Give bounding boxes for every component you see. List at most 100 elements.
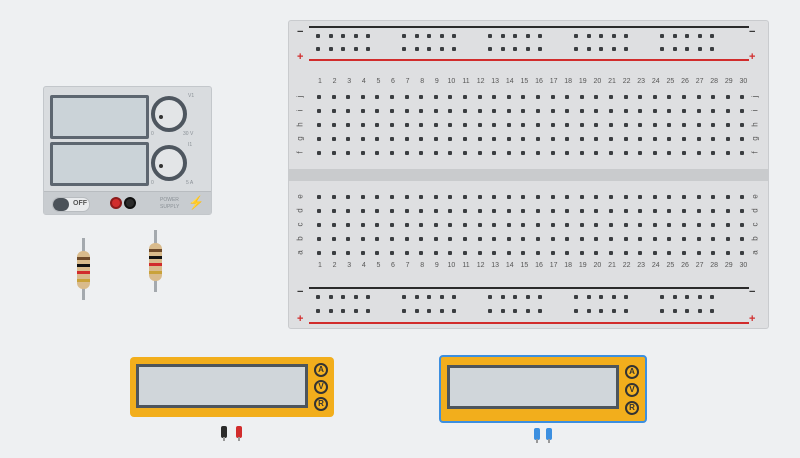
breadboard-hole[interactable]: [711, 237, 716, 241]
volts-button[interactable]: V: [314, 380, 328, 394]
rail-hole[interactable]: [538, 309, 543, 313]
rail-hole[interactable]: [624, 34, 629, 38]
breadboard-hole[interactable]: [492, 209, 497, 213]
rail-hole[interactable]: [316, 295, 320, 299]
breadboard-hole[interactable]: [696, 151, 701, 155]
breadboard-hole[interactable]: [404, 195, 409, 199]
rail-hole[interactable]: [414, 34, 419, 38]
breadboard-hole[interactable]: [433, 209, 438, 213]
breadboard-hole[interactable]: [579, 123, 584, 127]
breadboard-hole[interactable]: [346, 109, 351, 113]
breadboard-hole[interactable]: [623, 95, 628, 99]
breadboard-hole[interactable]: [740, 137, 745, 141]
breadboard-hole[interactable]: [492, 251, 497, 255]
rail-hole[interactable]: [599, 34, 604, 38]
breadboard-hole[interactable]: [652, 123, 657, 127]
breadboard-hole[interactable]: [419, 151, 424, 155]
breadboard-hole[interactable]: [579, 137, 584, 141]
rail-hole[interactable]: [574, 309, 578, 313]
breadboard-hole[interactable]: [331, 209, 336, 213]
breadboard-hole[interactable]: [448, 195, 453, 199]
rail-hole[interactable]: [685, 309, 690, 313]
rail-hole[interactable]: [586, 309, 591, 313]
rail-hole[interactable]: [414, 309, 419, 313]
rail-hole[interactable]: [488, 47, 492, 51]
breadboard-hole[interactable]: [740, 223, 745, 227]
breadboard-hole[interactable]: [390, 237, 394, 241]
breadboard-hole[interactable]: [725, 109, 730, 113]
rail-hole[interactable]: [697, 295, 702, 299]
breadboard-hole[interactable]: [390, 223, 394, 227]
breadboard-hole[interactable]: [740, 109, 745, 113]
breadboard-hole[interactable]: [609, 195, 613, 199]
breadboard-hole[interactable]: [360, 209, 365, 213]
breadboard-hole[interactable]: [390, 109, 394, 113]
rail-hole[interactable]: [611, 34, 616, 38]
breadboard-hole[interactable]: [623, 137, 628, 141]
rail-hole[interactable]: [488, 295, 492, 299]
breadboard-hole[interactable]: [696, 123, 701, 127]
breadboard-hole[interactable]: [740, 151, 745, 155]
breadboard-hole[interactable]: [565, 137, 570, 141]
breadboard-hole[interactable]: [565, 223, 570, 227]
breadboard-hole[interactable]: [506, 209, 511, 213]
rail-hole[interactable]: [439, 309, 444, 313]
breadboard-hole[interactable]: [492, 151, 497, 155]
rail-hole[interactable]: [685, 47, 690, 51]
breadboard-hole[interactable]: [682, 95, 686, 99]
breadboard-hole[interactable]: [375, 95, 380, 99]
voltage-knob[interactable]: [151, 96, 187, 132]
breadboard-hole[interactable]: [331, 223, 336, 227]
breadboard-hole[interactable]: [623, 209, 628, 213]
breadboard-hole[interactable]: [638, 137, 643, 141]
rail-hole[interactable]: [328, 309, 333, 313]
breadboard-hole[interactable]: [521, 209, 526, 213]
breadboard-hole[interactable]: [682, 223, 686, 227]
breadboard-hole[interactable]: [317, 251, 321, 255]
breadboard-hole[interactable]: [331, 237, 336, 241]
rail-hole[interactable]: [402, 295, 406, 299]
rail-hole[interactable]: [366, 47, 371, 51]
rail-hole[interactable]: [710, 309, 715, 313]
breadboard-hole[interactable]: [579, 109, 584, 113]
breadboard-hole[interactable]: [667, 195, 672, 199]
rail-hole[interactable]: [611, 47, 616, 51]
rail-hole[interactable]: [685, 295, 690, 299]
multimeter[interactable]: A V R: [130, 357, 334, 441]
rail-hole[interactable]: [341, 34, 346, 38]
rail-hole[interactable]: [439, 34, 444, 38]
rail-hole[interactable]: [316, 309, 320, 313]
rail-hole[interactable]: [710, 295, 715, 299]
rail-hole[interactable]: [586, 34, 591, 38]
rail-hole[interactable]: [672, 295, 677, 299]
breadboard-hole[interactable]: [390, 209, 394, 213]
breadboard-hole[interactable]: [360, 123, 365, 127]
rail-hole[interactable]: [452, 47, 457, 51]
breadboard-hole[interactable]: [536, 151, 540, 155]
breadboard-hole[interactable]: [463, 151, 467, 155]
breadboard-hole[interactable]: [740, 251, 745, 255]
breadboard-hole[interactable]: [725, 195, 730, 199]
breadboard-hole[interactable]: [506, 251, 511, 255]
rail-hole[interactable]: [402, 309, 406, 313]
rail-hole[interactable]: [452, 34, 457, 38]
breadboard-hole[interactable]: [360, 195, 365, 199]
breadboard-hole[interactable]: [448, 151, 453, 155]
breadboard-hole[interactable]: [463, 95, 467, 99]
breadboard-hole[interactable]: [360, 109, 365, 113]
breadboard-hole[interactable]: [506, 109, 511, 113]
rail-hole[interactable]: [341, 295, 346, 299]
breadboard-hole[interactable]: [463, 109, 467, 113]
breadboard-hole[interactable]: [696, 251, 701, 255]
power-supply[interactable]: V1 0 30 V I1 0 5 A OFF POWER SUPPLY ⚡: [43, 86, 212, 215]
rail-hole[interactable]: [402, 34, 406, 38]
breadboard-hole[interactable]: [477, 109, 482, 113]
breadboard-hole[interactable]: [346, 123, 351, 127]
breadboard-hole[interactable]: [390, 123, 394, 127]
breadboard-hole[interactable]: [711, 137, 716, 141]
breadboard-hole[interactable]: [623, 251, 628, 255]
breadboard-hole[interactable]: [638, 123, 643, 127]
rail-hole[interactable]: [672, 309, 677, 313]
breadboard-hole[interactable]: [550, 151, 555, 155]
breadboard-hole[interactable]: [536, 195, 540, 199]
